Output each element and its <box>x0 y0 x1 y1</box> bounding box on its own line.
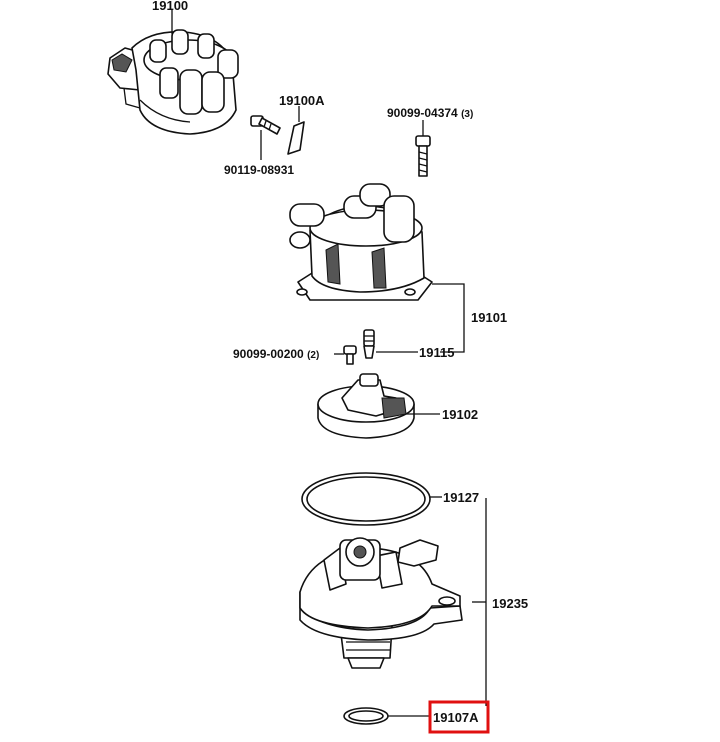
rotor-illustration[interactable] <box>317 373 440 439</box>
label-distributor-cap: 19101 <box>471 310 507 325</box>
distributor-cap-illustration[interactable] <box>289 183 433 301</box>
terminal-illustration[interactable] <box>363 329 375 359</box>
label-bolt-90099-04374: 90099-04374 (3) <box>387 106 473 120</box>
screw-illustration[interactable] <box>334 345 357 365</box>
label-terminal: 19115 <box>419 345 454 360</box>
label-bolt-90119: 90119-08931 <box>224 163 294 177</box>
bolt-90099-04374-illustration[interactable] <box>415 120 431 177</box>
highlight-box-o-ring <box>428 700 490 734</box>
bolt-90119-illustration[interactable] <box>250 115 281 160</box>
leader-cap <box>432 283 465 353</box>
label-housing: 19235 <box>492 596 528 611</box>
gasket-illustration[interactable] <box>301 472 442 526</box>
housing-illustration[interactable] <box>299 537 486 669</box>
label-o-ring: 19107A <box>433 710 479 725</box>
label-gasket: 19127 <box>443 490 479 505</box>
label-rotor: 19102 <box>442 407 478 422</box>
o-ring-illustration[interactable] <box>343 707 430 725</box>
distributor-assembly-illustration[interactable] <box>107 10 239 135</box>
label-19100a: 19100A <box>279 93 325 108</box>
label-plate-illustration[interactable] <box>287 106 305 155</box>
label-screw: 90099-00200 (2) <box>233 347 319 361</box>
label-distributor-assembly: 19100 <box>152 0 188 13</box>
